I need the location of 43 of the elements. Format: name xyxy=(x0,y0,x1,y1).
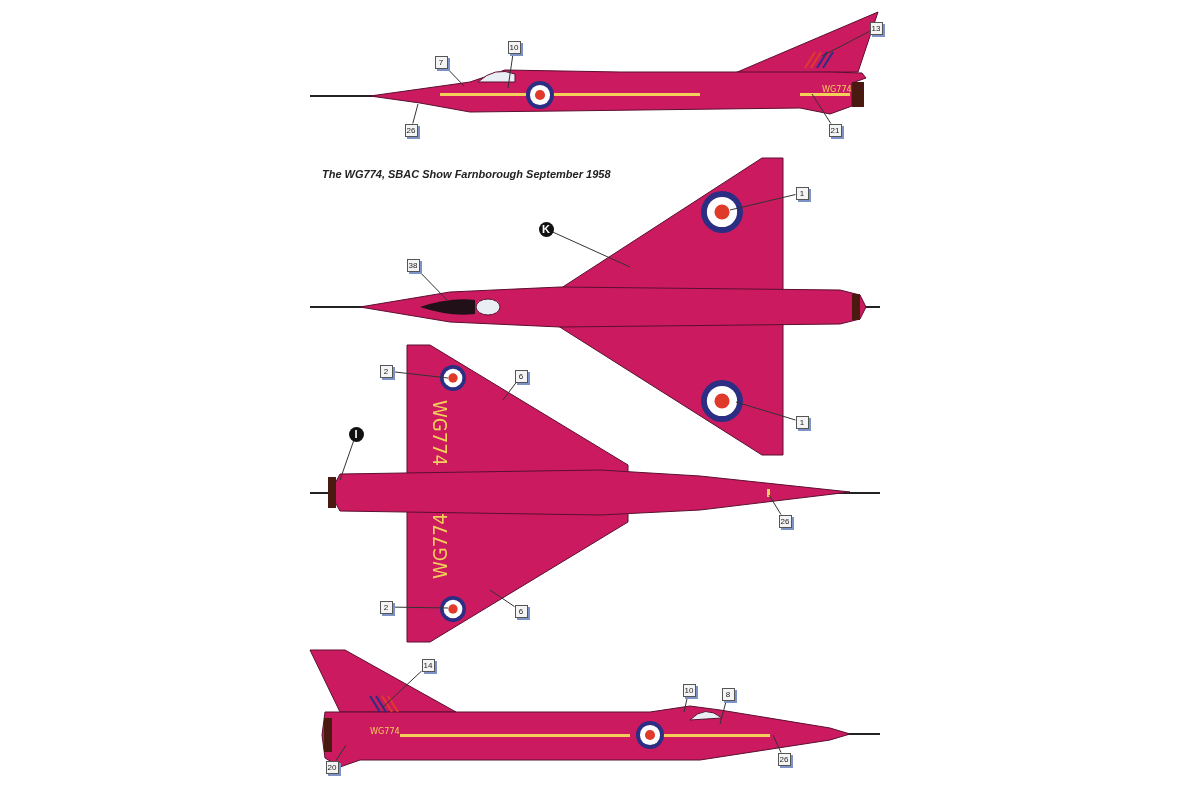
callout-number: 6 xyxy=(514,369,528,383)
callout-number: 2 xyxy=(379,364,393,378)
leader-line xyxy=(772,734,782,753)
registration-marking: WG774 xyxy=(428,399,452,467)
leader-line xyxy=(507,53,514,89)
leader-line xyxy=(729,194,796,211)
callout-number: 21 xyxy=(828,123,842,137)
leader-line xyxy=(418,271,448,301)
leader-line xyxy=(381,670,422,709)
leader-line xyxy=(446,68,465,87)
callout-number: 14 xyxy=(421,658,435,672)
leader-line xyxy=(412,103,419,124)
callout-number: 1 xyxy=(795,415,809,429)
leader-line xyxy=(502,382,517,401)
caption: The WG774, SBAC Show Farnborough September 1958 xyxy=(322,168,611,180)
callout-number: K xyxy=(538,221,554,237)
leader-line xyxy=(489,589,515,608)
callout-number: 8 xyxy=(721,687,735,701)
callout-number: 26 xyxy=(778,514,792,528)
registration-marking: WG774 xyxy=(822,84,852,94)
callout-number: 1 xyxy=(795,186,809,200)
callout-number: 26 xyxy=(777,752,791,766)
callout-number: 10 xyxy=(682,683,696,697)
leader-line xyxy=(339,440,355,481)
callout-number: 6 xyxy=(514,604,528,618)
leader-line xyxy=(552,231,631,268)
callout-number: 10 xyxy=(507,40,521,54)
leader-line xyxy=(719,700,727,725)
leader-line xyxy=(392,371,449,379)
callout-number: I xyxy=(348,426,364,442)
leader-line xyxy=(821,30,870,57)
callout-number: 2 xyxy=(379,600,393,614)
leader-line xyxy=(768,494,782,515)
leader-line xyxy=(683,696,688,713)
callout-number: 38 xyxy=(406,258,420,272)
registration-marking: WG774 xyxy=(370,726,400,736)
registration-marking: WG774 xyxy=(428,512,452,580)
callout-number: 7 xyxy=(434,55,448,69)
callout-number: 26 xyxy=(404,123,418,137)
leader-line xyxy=(335,744,347,761)
leader-line xyxy=(811,93,832,124)
leader-line xyxy=(735,401,796,421)
leader-line xyxy=(392,606,449,609)
